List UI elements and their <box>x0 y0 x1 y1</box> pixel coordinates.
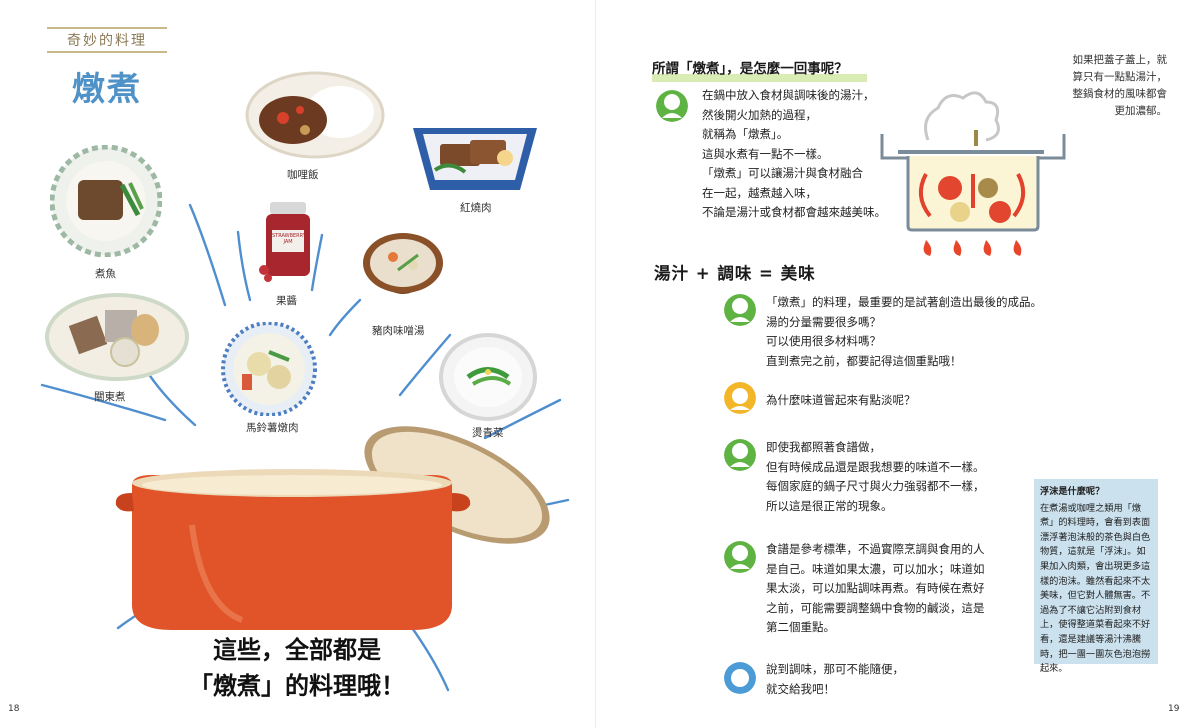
page-number-right: 19 <box>1168 704 1180 714</box>
braised-pork-label: 紅燒肉 <box>460 202 492 214</box>
pot-caption: 這些，全部都是 「燉煮」的料理哦！ <box>182 632 412 704</box>
braised-pork-illustration <box>405 122 545 197</box>
block4-line: 說到調味，那可不能隨便， <box>766 662 904 676</box>
boiled-greens-illustration <box>438 332 538 422</box>
block2-text: 即使我都照著食譜做， 但有時候成品還是跟我想要的味道不一樣。 每個家庭的鍋子尺寸… <box>766 438 985 516</box>
intro-line: 在一起，越煮越入味， <box>702 185 817 200</box>
section-rule-top <box>47 27 167 29</box>
side-note-line: 更加濃郁。 <box>1114 105 1168 117</box>
heading-highlight <box>652 74 867 82</box>
sidebar-line: 果加入肉類，會出現更多這 <box>1040 560 1151 572</box>
block1-text: 「燉煮」的料理，最重要的是試著創造出最後的成品。 湯的分量需要很多嗎？ 可以使用… <box>766 293 1042 371</box>
block3-line: 果太淡，可以加點調味再煮。有時候在煮好 <box>766 581 985 595</box>
avatar-green-girl-2 <box>724 541 756 573</box>
block1-line: 可以使用很多材料嗎？ <box>766 334 881 348</box>
page-title: 燉煮 <box>72 69 142 108</box>
foam-sidebar: 浮沫是什麼呢？ 在煮湯或咖哩之類用「燉 煮」的料理時，會看到表面 漂浮著泡沫般的… <box>1034 479 1158 674</box>
section-label: 奇妙的料理 <box>67 33 147 49</box>
side-note-line: 整鍋食材的風味都會 <box>1072 88 1168 100</box>
sidebar-line: 上，使得整道菜看起來不好 <box>1040 619 1151 631</box>
intro-line: 就稱為「燉煮」。 <box>702 127 789 141</box>
sidebar-line: 看，還是建議等湯汁沸騰 <box>1040 633 1142 645</box>
block2-line: 每個家庭的鍋子尺寸與火力強弱都不一樣， <box>766 479 985 493</box>
avatar-blue-character <box>724 662 756 694</box>
sidebar-line: 起來。 <box>1040 663 1068 675</box>
avatar-yellow-girl <box>724 382 756 414</box>
oden-label: 關東煮 <box>94 391 126 403</box>
section-rule-bottom <box>47 51 167 53</box>
pot-caption-line2: 「燉煮」的料理哦！ <box>189 672 405 700</box>
intro-line: 不論是湯汁或食材都會越來越美味。 <box>702 205 886 219</box>
simmered-fish-illustration <box>49 144 163 258</box>
block3-line: 之前，可能需要調整鍋中食物的鹹淡，這是 <box>766 600 985 615</box>
avatar-green-boy-2 <box>724 439 756 471</box>
side-note-line: 算只有一點點湯汁， <box>1072 71 1168 83</box>
jam-jar-label: STRAWBERRY JAM <box>272 233 306 245</box>
jam-jar-illustration <box>258 200 318 285</box>
miso-soup-label: 豬肉味噌湯 <box>372 325 425 337</box>
intro-line: 「燉煮」可以讓湯汁與食材融合 <box>702 166 863 180</box>
miso-soup-illustration <box>358 225 448 317</box>
block4-text: 說到調味，那可不能隨便， 就交給我吧！ <box>766 660 904 699</box>
oden-illustration <box>45 292 190 382</box>
intro-text: 在鍋中放入食材與調味後的湯汁， 然後開火加熱的過程， 就稱為「燉煮」。 這與水煮… <box>702 86 886 223</box>
block2-line: 即使我都照著食譜做， <box>766 440 881 454</box>
curry-illustration <box>245 70 385 160</box>
avatar-green-boy <box>724 294 756 326</box>
intro-line: 在鍋中放入食材與調味後的湯汁， <box>702 88 875 102</box>
page-gutter <box>595 0 596 728</box>
block2-line: 所以這是很正常的現象。 <box>766 498 893 513</box>
side-note-line: 如果把蓋子蓋上，就 <box>1072 54 1168 66</box>
block2-line: 但有時候成品還是跟我想要的味道不一樣。 <box>766 459 985 474</box>
sidebar-line: 物質，這就是「浮沫」。如 <box>1040 546 1146 558</box>
section-heading: 所謂「燉煮」，是怎麼一回事呢？ <box>652 61 848 77</box>
simmering-pot-diagram <box>868 78 1066 258</box>
sidebar-line: 時，把一團一團灰色泡泡撈 <box>1040 648 1151 660</box>
simmered-fish-label: 煮魚 <box>95 268 116 280</box>
block3-line: 是自己。味道如果太濃，可以加水；味道如 <box>766 561 985 576</box>
block3-line: 食譜是參考標準，不過實際烹調與食用的人 <box>766 542 985 556</box>
lid-side-note: 如果把蓋子蓋上，就 算只有一點點湯汁， 整鍋食材的風味都會 更加濃郁。 <box>1062 52 1168 120</box>
pot-caption-line1: 這些，全部都是 <box>213 636 381 664</box>
sidebar-line: 在煮湯或咖哩之類用「燉 <box>1040 502 1142 514</box>
sidebar-line: 過為了不讓它沾附到食材 <box>1040 604 1142 616</box>
block4-line: 就交給我吧！ <box>766 681 835 696</box>
sidebar-line: 樣的泡沫。雖然看起來不太 <box>1040 575 1151 587</box>
jam-label: 果醬 <box>276 295 297 307</box>
boiled-greens-label: 燙青菜 <box>472 427 504 439</box>
question-text: 為什麼味道嘗起來有點淡呢？ <box>766 393 916 407</box>
curry-label: 咖哩飯 <box>287 169 319 181</box>
block1-line: 直到煮完之前，都要記得這個重點哦！ <box>766 353 962 368</box>
formula-heading: 湯汁 + 調味 = 美味 <box>654 264 816 283</box>
sidebar-title: 浮沫是什麼呢？ <box>1040 486 1105 497</box>
block3-line: 第二個重點。 <box>766 620 835 634</box>
sidebar-line: 煮」的料理時，會看到表面 <box>1040 517 1151 529</box>
dutch-oven-illustration <box>112 415 582 635</box>
block1-line: 湯的分量需要很多嗎？ <box>766 314 881 329</box>
sidebar-line: 漂浮著泡沫般的茶色與白色 <box>1040 531 1151 543</box>
block3-text: 食譜是參考標準，不過實際烹調與食用的人 是自己。味道如果太濃，可以加水；味道如 … <box>766 540 985 638</box>
intro-line: 這與水煮有一點不一樣。 <box>702 146 829 161</box>
nikujaga-label: 馬鈴薯燉肉 <box>246 422 299 434</box>
sidebar-line: 美味，但它對人體無害。不 <box>1040 590 1151 602</box>
nikujaga-illustration <box>214 321 324 417</box>
page-number-left: 18 <box>8 704 20 714</box>
avatar-green-girl <box>656 90 688 122</box>
block1-line: 「燉煮」的料理，最重要的是試著創造出最後的成品。 <box>766 295 1042 309</box>
intro-line: 然後開火加熱的過程， <box>702 107 817 122</box>
